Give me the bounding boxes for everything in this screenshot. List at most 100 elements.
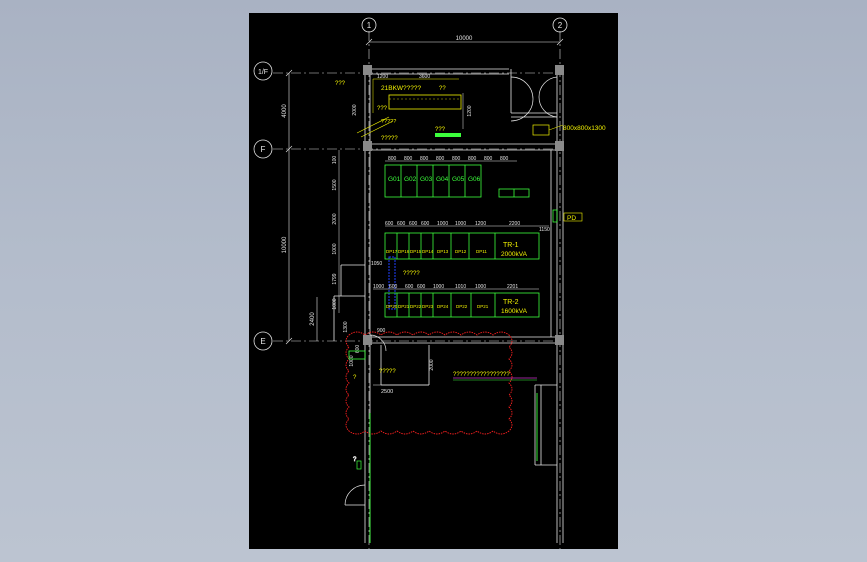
svg-text:???: ??? — [335, 81, 346, 87]
dim-left — [285, 69, 318, 345]
svg-text:1000: 1000 — [433, 284, 444, 290]
svg-text:10000: 10000 — [456, 36, 473, 42]
axis-bubble-e: E — [253, 331, 273, 351]
svg-text:TR-1: TR-1 — [503, 242, 519, 249]
svg-text:900: 900 — [377, 328, 386, 334]
svg-text:2000: 2000 — [429, 359, 435, 370]
svg-text:600: 600 — [397, 221, 406, 227]
svg-text:DP21: DP21 — [398, 304, 410, 309]
svg-text:DP17: DP17 — [386, 249, 398, 254]
svg-text:1000: 1000 — [373, 284, 384, 290]
svg-text:1000: 1000 — [475, 284, 486, 290]
svg-text:DP15: DP15 — [410, 249, 422, 254]
axis-bubble-1f: 1/F — [253, 61, 273, 81]
axis-bubble-1: 1 — [361, 17, 377, 33]
g-row-dims: 800 800 800 800 800 800 800 800 — [385, 156, 517, 162]
svg-text:E: E — [260, 337, 265, 346]
svg-text:DP22: DP22 — [410, 304, 422, 309]
mid-annotation: 1050 ????? — [371, 256, 420, 310]
walls — [333, 68, 564, 543]
pit-area: 900 1000 600 ????? 2500 2000 ? — [348, 328, 435, 395]
svg-text:DP23: DP23 — [422, 304, 434, 309]
svg-text:600: 600 — [409, 221, 418, 227]
svg-text:1799: 1799 — [332, 273, 338, 284]
svg-text:2000: 2000 — [332, 213, 338, 224]
svg-text:1050: 1050 — [371, 261, 382, 267]
svg-text:1200: 1200 — [467, 105, 473, 116]
svg-text:G04: G04 — [436, 176, 449, 183]
dp-row1-dims: 600 600 600 600 1000 1000 1200 2200 1150 — [385, 221, 550, 233]
svg-text:800: 800 — [420, 156, 429, 162]
door-lower: ? — [344, 457, 366, 506]
svg-text:?????: ????? — [403, 271, 420, 277]
svg-text:F: F — [261, 145, 266, 154]
svg-text:1000: 1000 — [437, 221, 448, 227]
revision-cloud — [345, 331, 513, 435]
svg-text:???: ??? — [435, 127, 446, 133]
svg-text:1000: 1000 — [455, 221, 466, 227]
svg-text:100: 100 — [332, 156, 338, 165]
svg-text:PD: PD — [567, 215, 576, 222]
dim-left-2400: 2400 — [310, 312, 316, 326]
svg-text:DP20: DP20 — [386, 304, 398, 309]
svg-text:DP14: DP14 — [422, 249, 434, 254]
svg-text:600: 600 — [385, 221, 394, 227]
lower-wall-green — [369, 393, 538, 543]
svg-text:1: 1 — [367, 21, 372, 30]
svg-text:G06: G06 — [468, 176, 481, 183]
vertical-dims: 100 1500 2000 1000 1799 1000 1300 — [332, 150, 349, 333]
svg-text:2500: 2500 — [381, 389, 393, 395]
svg-text:1000: 1000 — [332, 298, 338, 309]
svg-text:1000: 1000 — [349, 355, 355, 366]
svg-text:G03: G03 — [420, 176, 433, 183]
floor-plan: 1 2 1/F F E 10000 4000 10000 2400 — [253, 17, 606, 549]
svg-text:?: ? — [353, 375, 357, 381]
dim-left-4000: 4000 — [282, 104, 288, 118]
axis-bubble-f: F — [253, 139, 273, 159]
svg-text:800: 800 — [484, 156, 493, 162]
svg-text:2000kVA: 2000kVA — [501, 251, 528, 258]
svg-text:??: ?? — [439, 86, 446, 92]
svg-text:2: 2 — [558, 21, 563, 30]
svg-text:1010: 1010 — [455, 284, 466, 290]
svg-text:?????????????????: ????????????????? — [453, 372, 510, 378]
svg-text:1300: 1300 — [343, 321, 349, 332]
svg-text:1000: 1000 — [332, 243, 338, 254]
svg-text:2201: 2201 — [507, 284, 518, 290]
dp-row2-dims: 1000 600 600 600 1000 1010 1000 2201 — [373, 284, 539, 290]
svg-text:800: 800 — [500, 156, 509, 162]
svg-text:600: 600 — [389, 284, 398, 290]
upper-room: 1200 3600 ??? 21BKW????? ?? ??? ????? ??… — [335, 74, 606, 142]
svg-text:G05: G05 — [452, 176, 465, 183]
svg-text:?????: ????? — [379, 369, 396, 375]
svg-text:DP24: DP24 — [437, 304, 449, 309]
svg-text:DP16: DP16 — [398, 249, 410, 254]
svg-text:?: ? — [353, 457, 357, 463]
busbar — [435, 133, 461, 137]
dp-row2-panels — [384, 292, 540, 318]
axis-grid — [273, 31, 564, 549]
svg-text:1200: 1200 — [377, 74, 388, 80]
svg-text:1/F: 1/F — [258, 69, 268, 76]
svg-text:DP13: DP13 — [437, 249, 449, 254]
svg-text:G02: G02 — [404, 176, 417, 183]
svg-text:3600: 3600 — [419, 74, 430, 80]
columns — [363, 65, 564, 345]
svg-text:600: 600 — [421, 221, 430, 227]
svg-text:600: 600 — [355, 345, 361, 354]
svg-text:?????: ????? — [381, 119, 396, 125]
cad-drawing-sheet: 1 2 1/F F E 10000 4000 10000 2400 — [249, 13, 618, 549]
svg-text:DP12: DP12 — [455, 249, 467, 254]
axis-bubble-2: 2 — [552, 17, 568, 33]
highlight-box — [388, 256, 396, 310]
dim-left-10000: 10000 — [282, 236, 288, 253]
svg-text:21BKW?????: 21BKW????? — [381, 85, 421, 92]
dim-span-top: 10000 — [365, 36, 564, 46]
svg-text:DP11: DP11 — [476, 249, 487, 254]
pd-tag: PD — [563, 212, 583, 222]
long-annotation: ????????????????? — [453, 372, 537, 381]
svg-text:1500: 1500 — [332, 179, 338, 190]
dp-row1-labels: DP17 DP16 DP15 DP14 DP13 DP12 DP11 TR-1 … — [386, 242, 528, 258]
dp-row1-panels — [384, 232, 540, 260]
svg-text:2200: 2200 — [509, 221, 520, 227]
